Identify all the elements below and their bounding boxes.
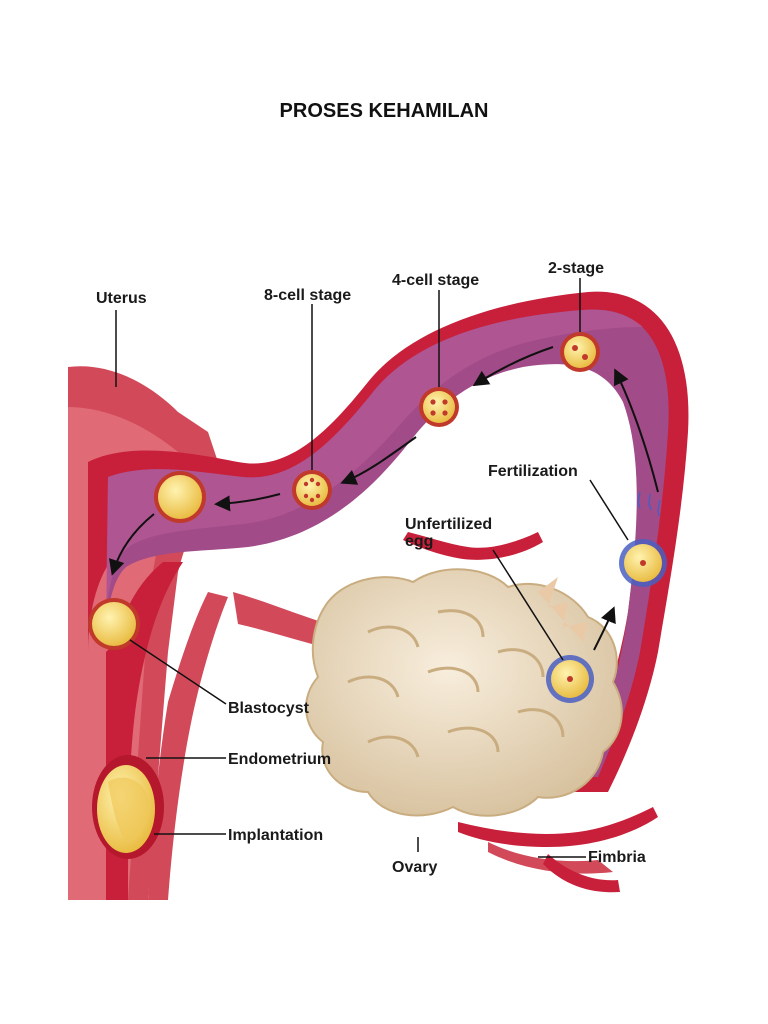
- label-two-stage: 2-stage: [548, 260, 604, 277]
- reproduction-diagram: Uterus 8-cell stage 4-cell stage 2-stage…: [68, 232, 708, 900]
- label-uterus: Uterus: [96, 290, 147, 307]
- label-implantation: Implantation: [228, 827, 323, 844]
- morula-cell: [154, 471, 206, 523]
- label-endometrium: Endometrium: [228, 751, 331, 768]
- blastocyst-cell: [88, 598, 140, 650]
- label-fimbria: Fimbria: [588, 849, 646, 866]
- four-cell-stage-cell: [419, 387, 459, 427]
- label-four-cell-stage: 4-cell stage: [392, 272, 479, 289]
- fimbria: [403, 532, 658, 893]
- implantation-site: [92, 755, 164, 859]
- two-stage-cell: [560, 332, 600, 372]
- sperm: [637, 491, 661, 517]
- eight-cell-stage-cell: [292, 470, 332, 510]
- ovary: [305, 568, 623, 817]
- label-egg: egg: [405, 533, 433, 550]
- leader-lines: [115, 278, 629, 858]
- label-eight-cell-stage: 8-cell stage: [264, 287, 351, 304]
- label-blastocyst: Blastocyst: [228, 700, 310, 717]
- label-unfertilized: Unfertilized: [405, 516, 492, 533]
- fertilized-egg: [619, 539, 667, 587]
- label-fertilization: Fertilization: [488, 463, 578, 480]
- label-ovary: Ovary: [392, 859, 437, 876]
- page-title: PROSES KEHAMILAN: [279, 100, 489, 122]
- movement-arrows: [109, 346, 659, 651]
- unfertilized-egg: [546, 655, 594, 703]
